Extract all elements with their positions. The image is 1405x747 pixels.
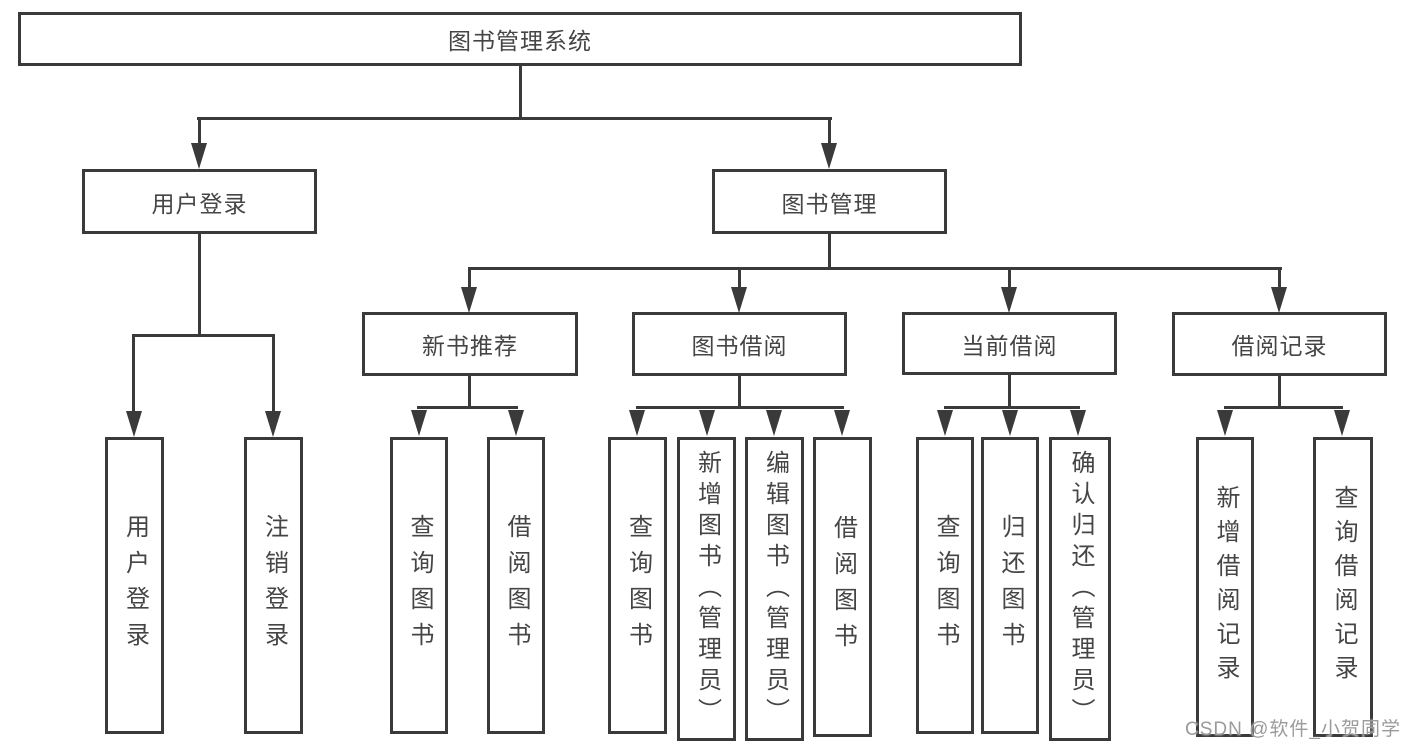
csdn-watermark: CSDN @软件_小贺同学	[1185, 719, 1401, 740]
connector-group-vline	[1008, 373, 1011, 409]
connector-stub-leaf	[132, 334, 135, 411]
arrowhead-down-icon	[126, 411, 142, 437]
leaf-label: 借阅图书	[503, 513, 530, 658]
node-library-management-system: 图书管理系统	[18, 12, 1022, 66]
arrowhead-down-icon	[1002, 410, 1018, 436]
connector-stub-group	[468, 267, 471, 288]
connector-group-vline	[468, 374, 471, 409]
leaf-recommend-borrow-books: 借阅图书	[487, 437, 545, 734]
leaf-label: 借阅图书	[829, 515, 857, 659]
arrowhead-down-icon	[766, 410, 782, 436]
arrowhead-down-icon	[411, 410, 427, 436]
leaf-label: 查询借阅记录	[1330, 485, 1357, 689]
leaf-borrow-edit-books-admin: 编辑图书（管理员）	[745, 437, 804, 741]
leaf-user-login: 用户登录	[105, 437, 164, 734]
node-user-login: 用户登录	[82, 169, 317, 234]
leaf-label: 编辑图书（管理员）	[761, 449, 789, 729]
leaf-label: 用户登录	[121, 513, 149, 658]
leaf-label: 查询图书	[932, 513, 959, 658]
node-label: 借阅记录	[1231, 333, 1328, 359]
connector-stub-group	[1278, 267, 1281, 288]
arrowhead-down-icon	[629, 410, 645, 436]
leaf-borrow-borrow-books: 借阅图书	[813, 437, 872, 737]
connector-user-login-vline	[198, 232, 201, 337]
connector-group-vline	[738, 374, 741, 409]
leaf-logout-login: 注销登录	[244, 437, 303, 734]
connector-stub-leaf	[272, 334, 275, 411]
arrowhead-down-icon	[937, 410, 953, 436]
leaf-label: 新增借阅记录	[1212, 485, 1239, 689]
arrowhead-down-icon	[834, 410, 850, 436]
leaf-borrow-add-books-admin: 新增图书（管理员）	[677, 437, 736, 741]
arrowhead-down-icon	[1001, 287, 1017, 313]
arrowhead-down-icon	[1070, 410, 1086, 436]
leaf-current-confirm-return-admin: 确认归还（管理员）	[1049, 437, 1111, 741]
connector-book-management-vline	[828, 232, 831, 270]
leaf-current-return-books: 归还图书	[981, 437, 1039, 734]
leaf-records-query-borrow-record: 查询借阅记录	[1313, 437, 1373, 737]
leaf-label: 注销登录	[260, 513, 288, 658]
arrowhead-down-icon	[1271, 287, 1287, 313]
node-book-borrowing: 图书借阅	[632, 312, 847, 376]
node-label: 当前借阅	[961, 332, 1058, 359]
leaf-current-query-books: 查询图书	[916, 437, 974, 734]
arrowhead-down-icon	[731, 287, 747, 313]
leaf-recommend-query-books: 查询图书	[390, 437, 448, 734]
leaf-label: 新增图书（管理员）	[693, 449, 721, 729]
arrowhead-down-icon	[1217, 410, 1233, 436]
connector-stub-group	[738, 267, 741, 288]
node-current-borrowing: 当前借阅	[902, 312, 1117, 375]
connector-group-hline	[417, 406, 518, 409]
arrowhead-down-icon	[265, 411, 281, 437]
leaf-borrow-query-books: 查询图书	[608, 437, 667, 734]
connector-book-management-hline	[468, 267, 1282, 270]
node-label: 图书管理系统	[448, 28, 592, 54]
node-label: 新书推荐	[422, 333, 518, 359]
arrowhead-down-icon	[1334, 410, 1350, 436]
leaf-label: 确认归还（管理员）	[1067, 449, 1094, 729]
node-label: 用户登录	[151, 190, 248, 217]
node-label: 图书借阅	[691, 333, 788, 359]
arrowhead-down-icon	[461, 287, 477, 313]
node-new-book-recommendation: 新书推荐	[362, 312, 578, 376]
arrowhead-down-icon	[699, 410, 715, 436]
connector-stub-user-login	[198, 117, 201, 145]
leaf-records-add-borrow-record: 新增借阅记录	[1196, 437, 1254, 737]
connector-user-login-hline	[132, 334, 275, 337]
connector-root-vline	[519, 64, 522, 120]
arrowhead-down-icon	[821, 143, 837, 169]
connector-group-hline	[636, 406, 844, 409]
node-label: 图书管理	[781, 190, 878, 217]
arrowhead-down-icon	[191, 143, 207, 169]
leaf-label: 查询图书	[406, 513, 433, 658]
leaf-label: 归还图书	[997, 513, 1024, 658]
arrowhead-down-icon	[508, 410, 524, 436]
connector-stub-book-management	[828, 117, 831, 145]
connector-group-hline	[944, 406, 1080, 409]
node-borrowing-records: 借阅记录	[1172, 312, 1387, 376]
connector-group-hline	[1224, 406, 1343, 409]
leaf-label: 查询图书	[624, 513, 652, 658]
connector-group-vline	[1278, 374, 1281, 409]
node-book-management: 图书管理	[712, 169, 947, 234]
connector-stub-group	[1008, 267, 1011, 288]
connector-root-hline	[197, 117, 832, 120]
